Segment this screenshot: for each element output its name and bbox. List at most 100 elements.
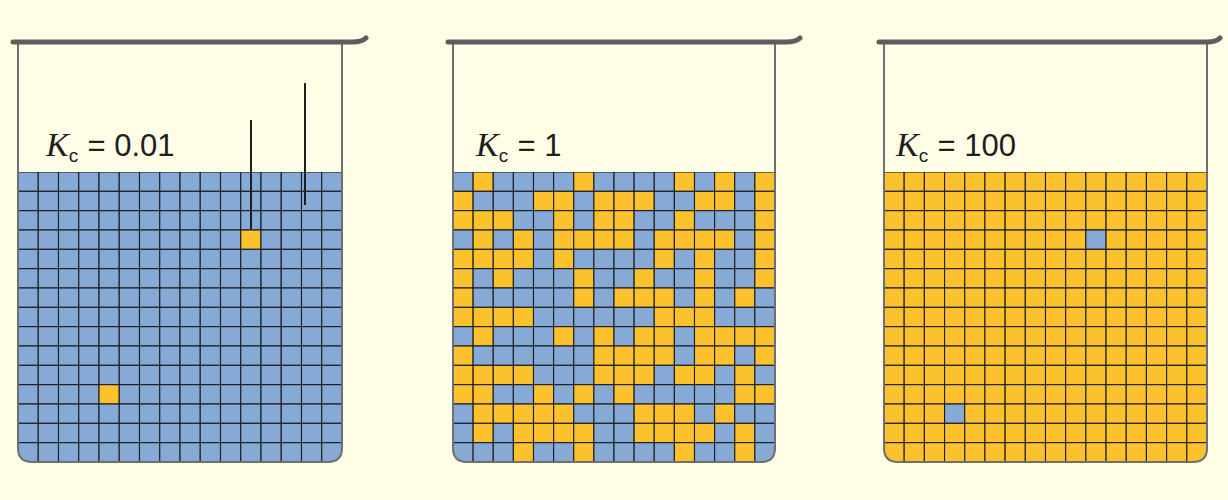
grid-cell: [221, 269, 241, 288]
grid-cell: [985, 288, 1005, 307]
constant-subscript: c: [499, 145, 509, 166]
grid-cell: [79, 172, 99, 191]
grid-cell: [554, 249, 574, 268]
grid-cell: [221, 404, 241, 423]
grid-cell: [594, 211, 614, 230]
grid-cell: [924, 230, 944, 249]
grid-cell: [1046, 346, 1066, 365]
grid-cell: [99, 307, 119, 326]
grid-cell: [985, 172, 1005, 191]
grid-cell: [1106, 365, 1126, 384]
grid-cell: [1106, 385, 1126, 404]
grid-cell: [1005, 249, 1025, 268]
grid-cell: [38, 307, 58, 326]
grid-cell: [322, 346, 342, 365]
grid-cell: [884, 172, 904, 191]
grid-cell: [1066, 385, 1086, 404]
grid-cell: [1106, 443, 1126, 462]
grid-cell: [614, 172, 634, 191]
grid-cell: [1066, 172, 1086, 191]
grid-cell: [180, 269, 200, 288]
grid-cell: [755, 249, 775, 268]
grid-cell: [695, 327, 715, 346]
grid-cell: [221, 249, 241, 268]
grid-cell: [1086, 443, 1106, 462]
grid-cell: [634, 172, 654, 191]
grid-cell: [735, 404, 755, 423]
grid-cell: [534, 385, 554, 404]
grid-cell: [221, 172, 241, 191]
grid-cell: [119, 365, 139, 384]
grid-cell: [513, 288, 533, 307]
grid-cell: [99, 443, 119, 462]
grid-cell: [59, 346, 79, 365]
grid-cell: [1146, 249, 1166, 268]
grid-cell: [261, 269, 281, 288]
grid-cell: [945, 288, 965, 307]
grid-cell: [453, 230, 473, 249]
grid-cell: [1167, 423, 1187, 442]
grid-cell: [453, 307, 473, 326]
grid-cell: [735, 365, 755, 384]
grid-cell: [594, 365, 614, 384]
grid-cell: [59, 172, 79, 191]
grid-cell: [1126, 269, 1146, 288]
grid-cell: [322, 230, 342, 249]
grid-cell: [614, 443, 634, 462]
grid-cell: [634, 249, 654, 268]
grid-cell: [1126, 230, 1146, 249]
grid-cell: [1086, 307, 1106, 326]
grid-cell: [594, 172, 614, 191]
grid-cell: [281, 404, 301, 423]
constant-subscript: c: [69, 145, 79, 166]
grid-cell: [634, 211, 654, 230]
grid-cell: [322, 365, 342, 384]
grid-cell: [99, 191, 119, 210]
grid-cell: [735, 211, 755, 230]
beaker-outline: [18, 44, 342, 462]
grid-cell: [965, 191, 985, 210]
grid-cell: [302, 385, 322, 404]
grid-cell: [160, 211, 180, 230]
grid-cell: [513, 191, 533, 210]
grid-cell: [513, 172, 533, 191]
grid-cell: [1046, 385, 1066, 404]
grid-cell: [59, 249, 79, 268]
grid-cell: [1106, 307, 1126, 326]
grid-cell: [904, 385, 924, 404]
grid-cell: [180, 288, 200, 307]
grid-cell: [160, 443, 180, 462]
grid-cell: [119, 211, 139, 230]
grid-cell: [241, 288, 261, 307]
grid-cell: [1167, 269, 1187, 288]
grid-cell: [200, 249, 220, 268]
grid-cell: [594, 346, 614, 365]
grid-cell: [965, 288, 985, 307]
grid-cell: [99, 404, 119, 423]
grid-cell: [654, 230, 674, 249]
grid-cell: [180, 211, 200, 230]
grid-cell: [985, 385, 1005, 404]
grid-cell: [1066, 191, 1086, 210]
grid-cell: [180, 423, 200, 442]
grid-cell: [1146, 230, 1166, 249]
grid-cell: [119, 327, 139, 346]
grid-cell: [261, 404, 281, 423]
grid-cell: [1025, 423, 1045, 442]
grid-cell: [594, 443, 614, 462]
grid-cell: [1025, 307, 1045, 326]
grid-cell: [1086, 230, 1106, 249]
beaker-rim: [13, 38, 366, 42]
grid-cell: [140, 365, 160, 384]
grid-cell: [160, 249, 180, 268]
grid-cell: [715, 172, 735, 191]
grid-cell: [302, 443, 322, 462]
grid-cell: [322, 404, 342, 423]
grid-cell: [1005, 288, 1025, 307]
grid-cell: [1126, 191, 1146, 210]
grid-cell: [1025, 385, 1045, 404]
grid-cell: [18, 423, 38, 442]
grid-cell: [160, 230, 180, 249]
grid-cell: [534, 288, 554, 307]
grid-cell: [985, 365, 1005, 384]
